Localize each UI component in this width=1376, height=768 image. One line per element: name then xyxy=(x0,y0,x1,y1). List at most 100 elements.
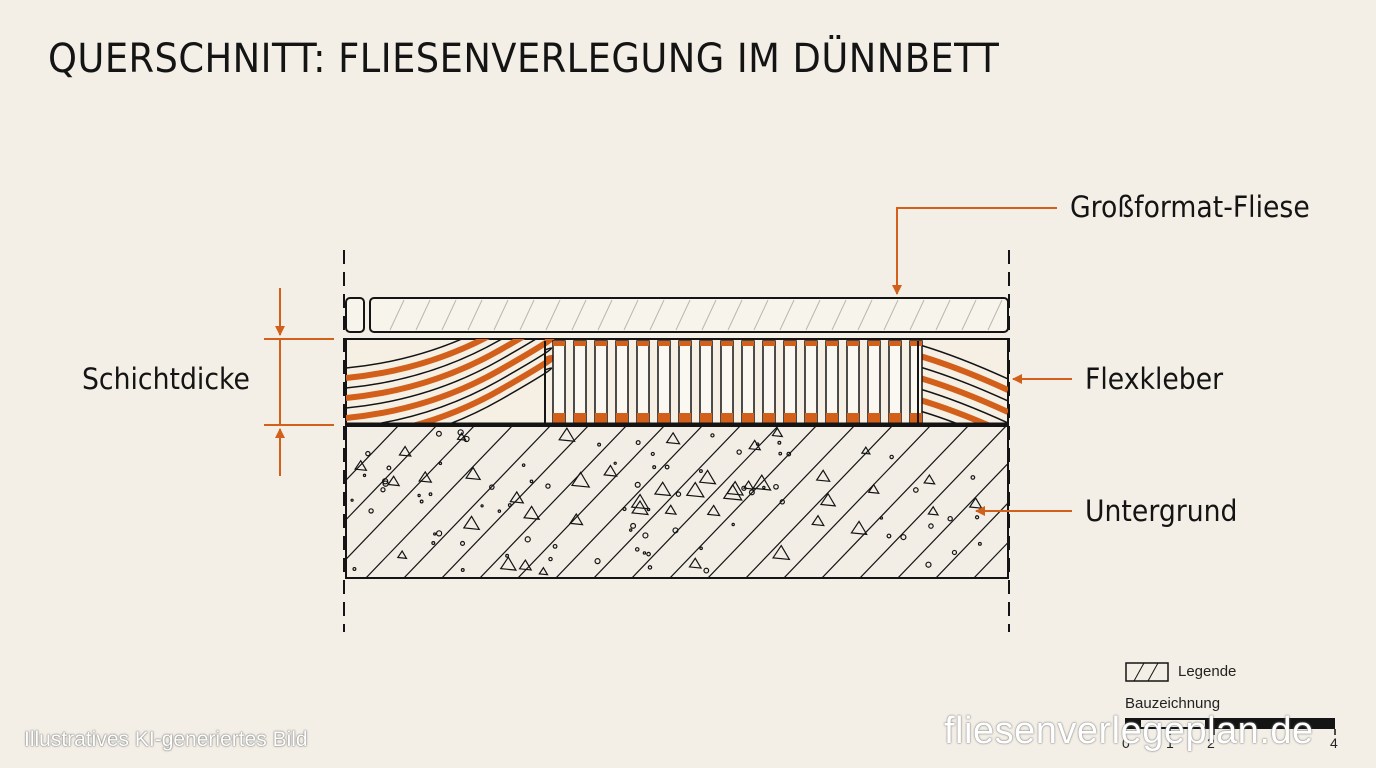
aggregate-stone xyxy=(538,566,549,576)
aggregate-grain xyxy=(352,566,357,571)
adhesive-rib-top xyxy=(574,341,586,346)
aggregate-grain xyxy=(970,475,976,480)
substrate-hatch-line xyxy=(859,426,1007,578)
aggregate-grain xyxy=(463,435,470,443)
tile-hatch-line xyxy=(467,299,483,331)
tile-hatch-line xyxy=(623,299,639,331)
aggregate-stone xyxy=(811,514,825,527)
adhesive-rib xyxy=(867,340,881,424)
tile-leader xyxy=(892,207,1057,295)
aggregate-grain xyxy=(731,522,735,527)
adhesive-ridge-left xyxy=(346,339,538,409)
aggregate-grain xyxy=(699,546,703,551)
adhesive-rib-base xyxy=(826,413,838,423)
aggregate-grain xyxy=(368,508,374,514)
aggregate-stone xyxy=(499,556,518,571)
tile-hatch-line xyxy=(961,299,977,331)
aggregate-stone xyxy=(630,493,650,510)
aggregate-grain xyxy=(529,479,534,484)
adhesive-rib-base xyxy=(616,413,628,423)
adhesive-rib xyxy=(615,340,629,424)
aggregate-grain xyxy=(879,516,884,520)
adhesive-rib xyxy=(678,340,692,424)
aggregate-stone xyxy=(819,492,837,507)
aggregate-stone xyxy=(396,549,408,560)
adhesive-rib-base xyxy=(721,413,733,423)
adhesive-rib-top xyxy=(595,341,607,346)
adhesive-rib xyxy=(846,340,860,424)
aggregate-grain xyxy=(652,465,657,470)
aggregate-stone xyxy=(664,504,678,515)
aggregate-stone xyxy=(387,475,401,487)
substrate-hatch-line xyxy=(669,426,817,578)
adhesive-rib-top xyxy=(721,341,733,346)
aggregate-grain xyxy=(622,506,627,512)
aggregate-grain xyxy=(777,440,782,445)
adhesive-rib-top xyxy=(910,341,922,346)
aggregate-stone xyxy=(509,490,525,504)
tile-hatch-line xyxy=(571,299,587,331)
adhesive-rib-base xyxy=(700,413,712,423)
adhesive-rib xyxy=(594,340,608,424)
tile-hatch-line xyxy=(441,299,457,331)
aggregate-stone xyxy=(742,479,755,490)
substrate-hatch-line xyxy=(346,426,475,561)
aggregate-stone xyxy=(685,481,705,498)
aggregate-grain xyxy=(386,465,392,471)
substrate-hatch-line xyxy=(707,426,855,578)
adhesive-rib-base xyxy=(868,413,880,423)
aggregate-grain xyxy=(507,503,512,508)
aggregate-grain xyxy=(698,469,703,474)
tile-hatch-line xyxy=(935,299,951,331)
aggregate-grain xyxy=(435,430,442,437)
adhesive-rib-top xyxy=(658,341,670,346)
aggregate-grain xyxy=(889,454,894,460)
aggregate-grain xyxy=(912,487,919,493)
page-title: QUERSCHNITT: FLIESENVERLEGUNG IM DÜNNBET… xyxy=(48,36,1000,82)
drawing-label: Bauzeichnung xyxy=(1125,695,1221,712)
adhesive-rib-base xyxy=(847,413,859,423)
aggregate-grain xyxy=(900,534,907,541)
substrate-hatch-line xyxy=(745,426,893,578)
adhesive-ridge-left xyxy=(371,347,553,424)
aggregate-stone xyxy=(570,471,591,488)
aggregate-grain xyxy=(545,483,551,489)
watermark: fliesenverlegeplan.de xyxy=(944,710,1314,752)
aggregate-grain xyxy=(350,498,354,502)
tile-hatch-line xyxy=(519,299,535,331)
aggregate-grain xyxy=(672,527,679,534)
adhesive-ridge-right xyxy=(919,388,1008,424)
aggregate-grain xyxy=(928,523,934,529)
aggregate-stone xyxy=(603,464,618,477)
aggregate-grain xyxy=(703,567,710,574)
adhesive-rib-top xyxy=(784,341,796,346)
substrate-hatch-line xyxy=(897,462,1008,578)
substrate-hatch-line xyxy=(346,426,399,482)
aggregate-stone xyxy=(456,432,467,441)
aggregate-grain xyxy=(947,515,953,522)
aggregate-grain xyxy=(630,522,637,529)
aggregate-grain xyxy=(505,553,510,558)
aggregate-grain xyxy=(635,440,641,446)
adhesive-rib-top xyxy=(763,341,775,346)
adhesive-ridge-left xyxy=(408,355,555,424)
aggregate-stone xyxy=(923,473,936,485)
aggregate-grain xyxy=(642,532,649,539)
aggregate-stone xyxy=(867,483,880,494)
adhesive-ridge-left xyxy=(346,339,490,381)
adhesive-ridge-left xyxy=(346,339,526,401)
aggregate-grain xyxy=(457,429,464,436)
adhesive-ridge-right xyxy=(919,353,1008,393)
aggregate-grain xyxy=(433,532,437,536)
substrate-hatch-line xyxy=(783,426,931,578)
adhesive-rib-base xyxy=(763,413,775,423)
substrate-hatch-line xyxy=(555,426,703,578)
legend-label: Legende xyxy=(1178,663,1237,680)
adhesive-rib xyxy=(909,340,923,424)
aggregate-stone xyxy=(688,557,703,569)
adhesive-ridge-right xyxy=(919,410,961,424)
scale-tick-4: 4 xyxy=(1330,735,1338,751)
aggregate-grain xyxy=(480,504,484,508)
aggregate-grain xyxy=(650,451,655,457)
aggregate-stone xyxy=(354,459,368,472)
